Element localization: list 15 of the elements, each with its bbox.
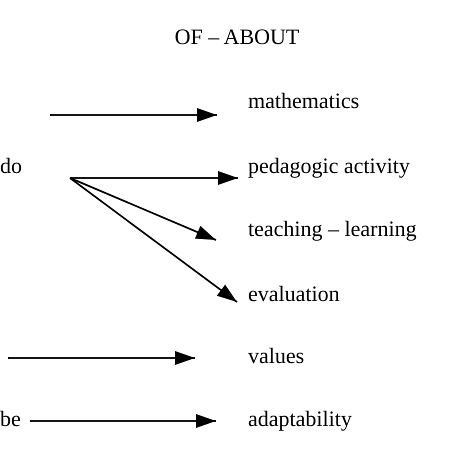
title: OF – ABOUT [174,24,300,50]
arrow [70,177,216,241]
arrow [8,351,195,365]
arrow [50,108,217,122]
node-label: do [0,153,22,179]
arrow [69,177,238,303]
node-label: mathematics [248,88,360,114]
arrow [70,171,238,185]
node-label: teaching – learning [248,216,417,242]
node-label: adaptability [248,406,352,432]
node-label: be [0,406,21,432]
node-label: pedagogic activity [248,153,410,179]
arrow [30,414,216,428]
node-label: evaluation [248,281,340,307]
node-label: values [248,343,304,369]
